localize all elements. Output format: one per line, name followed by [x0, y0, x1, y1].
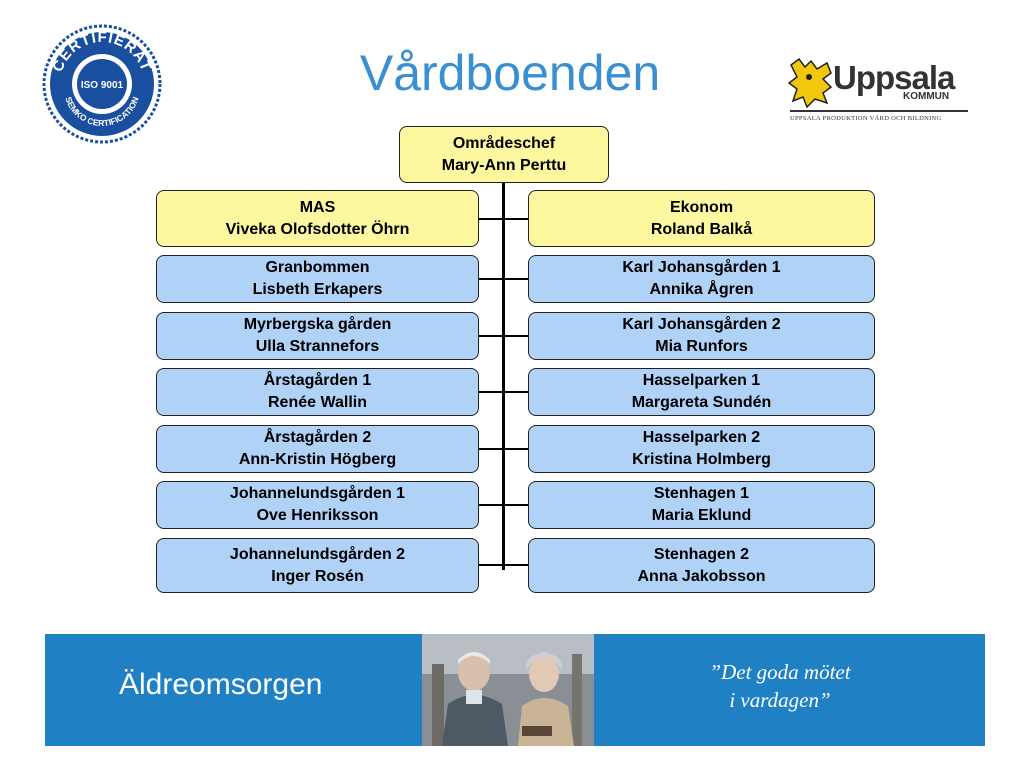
org-node-unit-left-6: Johannelundsgården 2 Inger Rosén: [156, 538, 479, 593]
node-unit: Johannelundsgården 2: [229, 545, 406, 563]
node-role: Ekonom: [669, 198, 734, 216]
connector-row-4-right: [505, 448, 529, 450]
node-person: Anna Jakobsson: [637, 567, 766, 585]
node-unit: Hasselparken 1: [642, 372, 761, 389]
logo-tagline: UPPSALA PRODUKTION VÅRD OCH BILDNING: [790, 115, 942, 122]
org-node-unit-left-4: Årstagården 2 Ann-Kristin Högberg: [156, 425, 479, 473]
node-person: Margareta Sundén: [631, 394, 772, 411]
connector-row-4-left: [478, 448, 502, 450]
node-unit: Stenhagen 2: [653, 545, 750, 563]
connector-trunk: [502, 182, 505, 570]
org-node-mas: MAS Viveka Olofsdotter Öhrn: [156, 190, 479, 247]
node-unit: Johannelundsgården 1: [229, 485, 406, 502]
slogan-line-1: ”Det goda mötet: [709, 660, 851, 684]
org-node-unit-left-5: Johannelundsgården 1 Ove Henriksson: [156, 481, 479, 529]
connector-row-2-left: [478, 335, 502, 337]
org-node-unit-left-3: Årstagården 1 Renée Wallin: [156, 368, 479, 416]
node-person: Maria Eklund: [651, 507, 752, 524]
node-person: Ulla Strannefors: [255, 338, 380, 355]
footer-banner: Äldreomsorgen ”Det goda mötet i vardagen…: [45, 634, 985, 746]
node-unit: Myrbergska gården: [243, 316, 392, 333]
connector-row-3-left: [478, 391, 502, 393]
org-node-unit-left-1: Granbommen Lisbeth Erkapers: [156, 255, 479, 303]
slogan-line-2: i vardagen”: [729, 688, 831, 712]
connector-row-6-left: [478, 564, 502, 566]
node-role: Områdeschef: [452, 134, 556, 152]
node-unit: Karl Johansgården 1: [622, 259, 781, 276]
node-person: Kristina Holmberg: [632, 451, 771, 468]
logo-kommun-text: KOMMUN: [903, 91, 950, 102]
footer-slogan: ”Det goda mötet i vardagen”: [675, 658, 885, 714]
seal-center-text: ISO 9001: [81, 80, 124, 91]
uppsala-kommun-logo: Uppsala KOMMUN UPPSALA PRODUKTION VÅRD O…: [785, 55, 975, 130]
node-unit: Granbommen: [265, 259, 370, 276]
node-unit: Hasselparken 2: [642, 429, 761, 446]
connector-row-1-right: [505, 278, 529, 280]
connector-row-5-left: [478, 504, 502, 506]
org-node-unit-right-5: Stenhagen 1 Maria Eklund: [528, 481, 875, 529]
node-person: Roland Balkå: [650, 220, 753, 238]
elderly-couple-photo: [422, 634, 594, 746]
connector-row-6-right: [505, 564, 529, 566]
logo-brand-text: Uppsala: [833, 59, 955, 96]
connector-row-3-right: [505, 391, 529, 393]
logo-divider: [790, 110, 968, 112]
lion-emblem-icon: [787, 57, 833, 109]
connector-staff-right: [505, 218, 529, 220]
node-person: Ove Henriksson: [256, 507, 379, 524]
org-node-unit-right-1: Karl Johansgården 1 Annika Ågren: [528, 255, 875, 303]
node-person: Lisbeth Erkapers: [252, 281, 383, 298]
node-unit: Årstagården 1: [263, 372, 372, 389]
connector-row-1-left: [478, 278, 502, 280]
org-node-unit-left-2: Myrbergska gården Ulla Strannefors: [156, 312, 479, 360]
org-node-economist: Ekonom Roland Balkå: [528, 190, 875, 247]
node-person: Viveka Olofsdotter Öhrn: [225, 220, 410, 238]
node-person: Ann-Kristin Högberg: [238, 451, 397, 468]
node-person: Mary-Ann Perttu: [441, 156, 567, 174]
connector-row-2-right: [505, 335, 529, 337]
connector-row-5-right: [505, 504, 529, 506]
org-node-unit-right-3: Hasselparken 1 Margareta Sundén: [528, 368, 875, 416]
node-person: Mia Runfors: [655, 338, 748, 355]
node-person: Inger Rosén: [271, 567, 364, 585]
page-title: Vårdboenden: [359, 45, 661, 101]
org-node-area-manager: Områdeschef Mary-Ann Perttu: [399, 126, 609, 183]
node-unit: Årstagården 2: [263, 429, 372, 446]
node-person: Annika Ågren: [649, 281, 754, 298]
node-unit: Stenhagen 1: [653, 485, 750, 502]
org-node-unit-right-4: Hasselparken 2 Kristina Holmberg: [528, 425, 875, 473]
node-role: MAS: [299, 198, 336, 216]
org-node-unit-right-2: Karl Johansgården 2 Mia Runfors: [528, 312, 875, 360]
connector-staff-left: [478, 218, 502, 220]
node-unit: Karl Johansgården 2: [622, 316, 781, 333]
footer-label: Äldreomsorgen: [119, 668, 323, 701]
node-person: Renée Wallin: [268, 394, 367, 411]
iso-certification-seal: CERTIFIERAT SEMKO CERTIFICATION ISO 9001: [42, 24, 162, 144]
org-node-unit-right-6: Stenhagen 2 Anna Jakobsson: [528, 538, 875, 593]
